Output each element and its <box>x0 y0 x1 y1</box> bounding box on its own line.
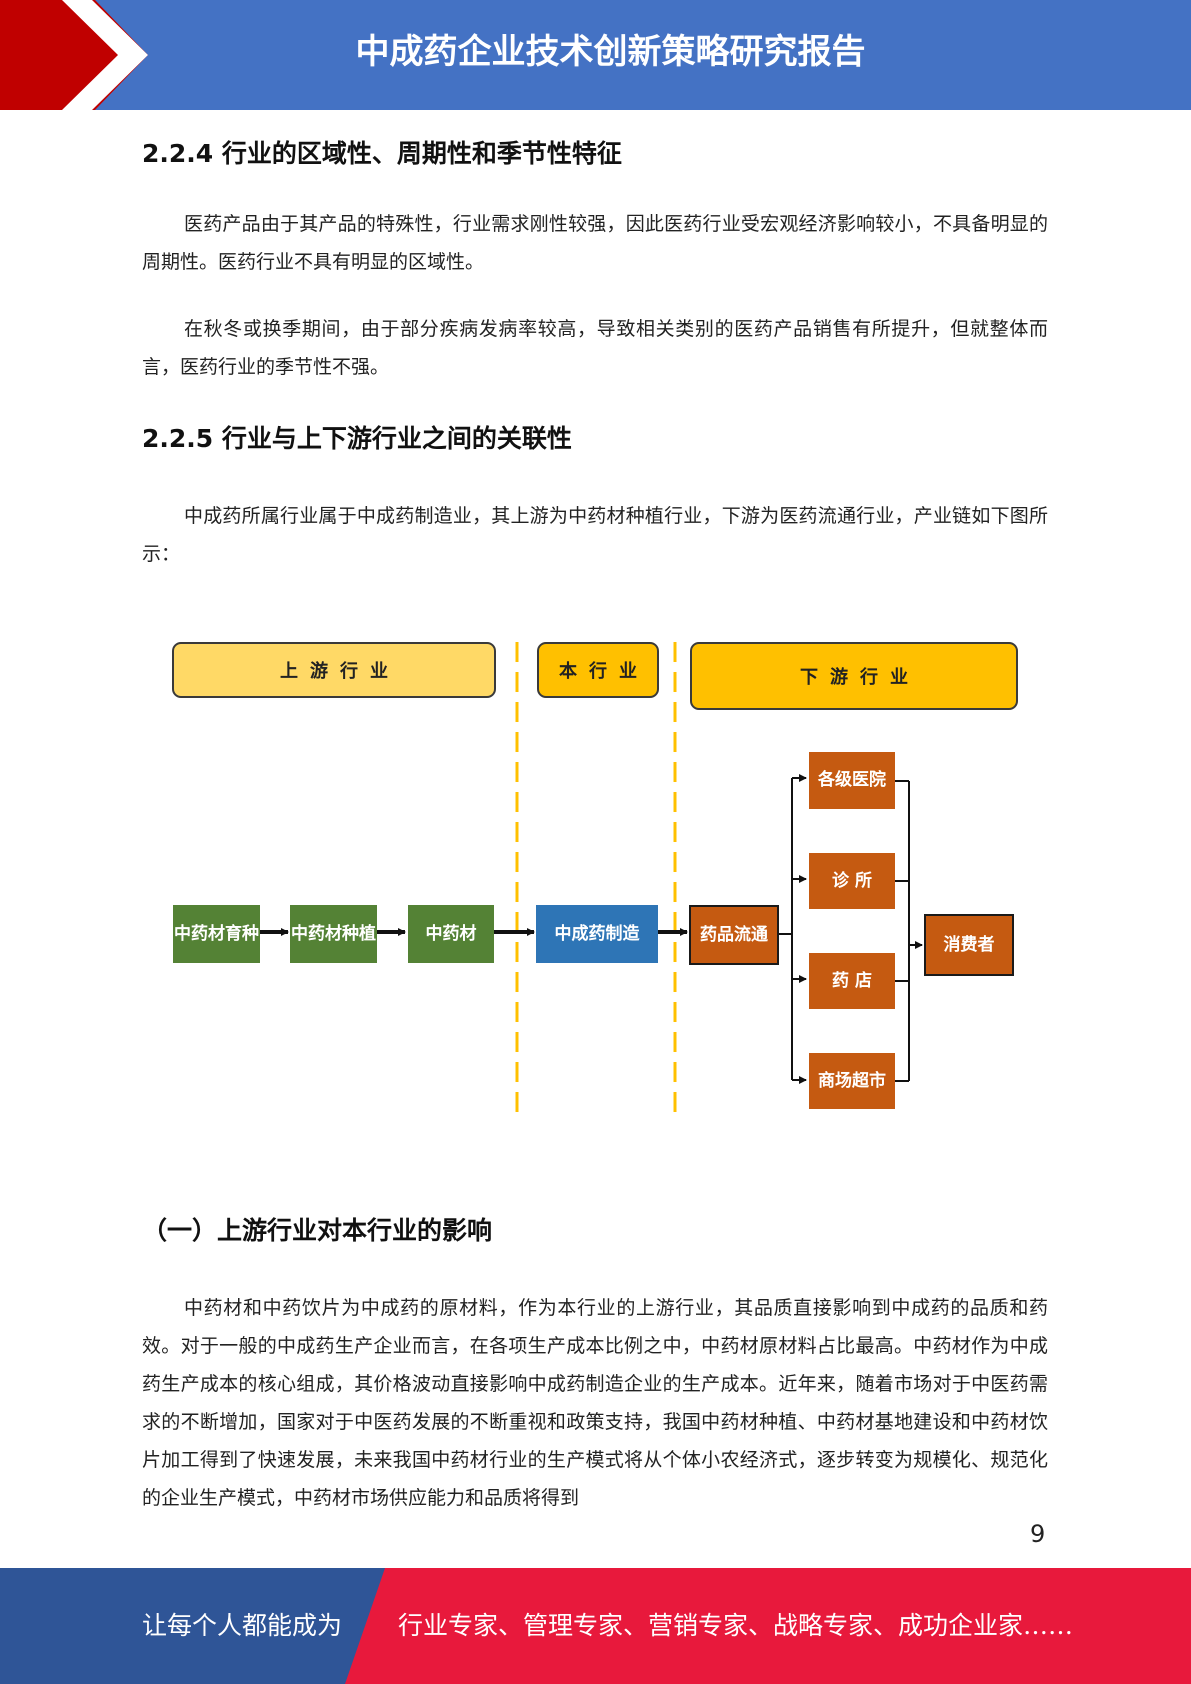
node-supermarkets: 商场超市 <box>809 1053 895 1109</box>
node-herbs: 中药材 <box>408 905 494 963</box>
footer-slogan-left: 让每个人都能成为 <box>142 1611 343 1640</box>
footer-background <box>0 1568 1191 1684</box>
segment-upstream: 上游行业 <box>172 642 496 698</box>
node-consumers: 消费者 <box>924 914 1014 976</box>
paragraph-seasonality: 在秋冬或换季期间，由于部分疾病发病率较高，导致相关类别的医药产品销售有所提升，但… <box>142 318 1048 378</box>
paragraph-cyclicality: 医药产品由于其产品的特殊性，行业需求刚性较强，因此医药行业受宏观经济影响较小，不… <box>142 213 1048 273</box>
report-title: 中成药企业技术创新策略研究报告 <box>355 32 866 72</box>
node-herb-planting: 中药材种植 <box>290 905 377 963</box>
section-heading-upstream-influence: （一）上游行业对本行业的影响 <box>142 1216 493 1245</box>
section-heading-2-2-5: 2.2.5 行业与上下游行业之间的关联性 <box>142 424 572 453</box>
footer-slogan-right: 行业专家、管理专家、营销专家、战略专家、成功企业家…… <box>398 1611 1074 1640</box>
paragraph-upstream-influence: 中药材和中药饮片为中成药的原材料，作为本行业的上游行业，其品质直接影响到中成药的… <box>142 1297 1048 1509</box>
page-header: 中成药企业技术创新策略研究报告 <box>0 0 1191 110</box>
node-manufacturing: 中成药制造 <box>536 905 658 963</box>
industry-chain-diagram: 上游行业 本行业 下游行业 中药材育种 中药材种植 中药材 中成药制造 药品流通… <box>160 630 1040 1130</box>
node-pharmacies: 药 店 <box>809 953 895 1009</box>
page-footer: 让每个人都能成为 行业专家、管理专家、营销专家、战略专家、成功企业家…… <box>0 1568 1191 1684</box>
paragraph-industry-chain: 中成药所属行业属于中成药制造业，其上游为中药材种植行业，下游为医药流通行业，产业… <box>142 505 1048 565</box>
page-number: 9 <box>1030 1520 1046 1548</box>
node-hospitals: 各级医院 <box>809 752 895 809</box>
node-herb-breeding: 中药材育种 <box>173 905 260 963</box>
node-drug-circulation: 药品流通 <box>689 905 779 965</box>
segment-downstream: 下游行业 <box>690 642 1018 710</box>
diagram-connectors <box>260 642 923 1122</box>
section-heading-2-2-4: 2.2.4 行业的区域性、周期性和季节性特征 <box>142 139 622 168</box>
header-decoration <box>0 0 148 110</box>
segment-current: 本行业 <box>537 642 659 698</box>
node-clinics: 诊 所 <box>809 853 895 909</box>
